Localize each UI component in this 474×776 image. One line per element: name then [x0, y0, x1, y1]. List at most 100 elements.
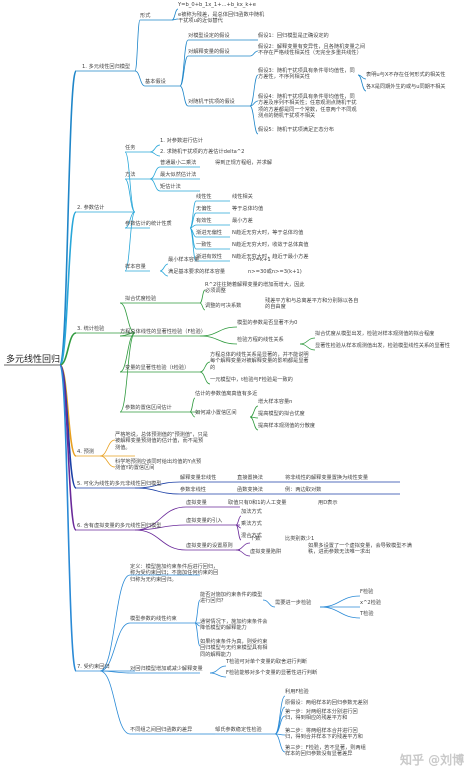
branch-7-label[interactable]: 7. 受约束回归: [77, 664, 110, 670]
property-name: 有效性: [196, 218, 212, 224]
ci-reduce-b: 提高模型的拟合优度: [258, 411, 305, 417]
assumption-5: 假设5：随机干扰项满足正态分布: [258, 127, 334, 133]
ci-note-1: 估计的参数值离真值有多近: [195, 391, 258, 397]
basic-assumptions[interactable]: 基本假设: [145, 79, 166, 85]
dummy-principles[interactable]: 虚拟变量的设置原则: [186, 543, 233, 549]
t-test-note-2: 一元模型中，t检验与F检验是一致的: [210, 377, 293, 383]
connector: [149, 178, 161, 192]
method-mom: 矩估计法: [160, 184, 181, 190]
add-remove-note-1: T检验可对单个变量的取舍进行判断: [226, 659, 307, 665]
connector: [59, 70, 77, 366]
assumption-disturbance[interactable]: 对随机干扰项的假设: [188, 99, 235, 105]
t-test[interactable]: 变量的显著性检验（t检验）: [125, 365, 190, 371]
connector: [134, 70, 146, 87]
connector: [149, 166, 161, 180]
form-equation: Y=b_0+b_1x_1+...+b_kx_k+e: [178, 2, 256, 8]
connector: [179, 85, 189, 107]
connector: [171, 18, 179, 21]
branch-4-label[interactable]: 4. 预测: [77, 449, 94, 455]
t-test-option: T检验: [360, 611, 374, 617]
connector: [99, 439, 116, 457]
branch-6-label[interactable]: 6. 含有虚拟变量的多元线性回归模型: [77, 523, 162, 529]
goodness-of-fit[interactable]: 拟合优度检验: [125, 296, 157, 302]
f-test-option: F检验: [360, 589, 374, 595]
dummy-introduction[interactable]: 虚拟变量的引入: [186, 518, 223, 524]
property-meaning: 线性相关: [232, 194, 253, 200]
connector: [249, 74, 259, 107]
restriction-note-1: 通常情况下，施加约束条件会降低模型的解释能力: [200, 619, 268, 632]
connector: [119, 332, 136, 413]
chow-null: 原假设：两组样本的回归参数无差别: [285, 700, 369, 706]
add-remove-regressors[interactable]: 对回归模型增加或减少解释变量: [130, 666, 203, 672]
connector: [319, 606, 361, 619]
assumption-model[interactable]: 对模型设定的假设: [188, 33, 230, 39]
min-sample-value: n>=k+1: [248, 257, 271, 263]
connector: [274, 733, 286, 753]
chow-step-1: 第一步：对两组样本分别进行回归，得到相应的残差平方和: [285, 709, 358, 722]
ci-reduce-a: 增大样本容量n: [258, 399, 293, 405]
nonlinear-parameter[interactable]: 参数非线性: [180, 487, 206, 493]
chow-test[interactable]: 邹氏参数稳定性检验: [215, 727, 262, 733]
restricted-definition: 定义：模型施加约束条件后进行回归，称为受约束回归；不施加任何约束的回归称为无约束…: [130, 564, 219, 583]
dummy-count: 个数: [250, 536, 261, 542]
f-test[interactable]: 方程总体线性的显著性检验（F检验）: [120, 329, 206, 335]
connector: [299, 343, 316, 351]
group-differences[interactable]: 不同组之间回归函数的差异: [130, 727, 193, 733]
dummy-variable[interactable]: 虚拟变量: [186, 500, 207, 506]
method-label[interactable]: 方法: [125, 172, 136, 178]
connector: [319, 595, 361, 608]
root-node[interactable]: 多元线性回归: [6, 355, 61, 365]
transform-note: 例：两边取对数: [285, 487, 322, 493]
dummy-symbol: 用D表示: [318, 500, 338, 506]
method-ols: 普通最小二乘法: [160, 160, 197, 166]
mixed-way: 混合方式: [241, 533, 262, 539]
branch-5-label[interactable]: 5. 可化为线性的多元非线性回归模型: [77, 481, 162, 487]
nonlinear-regressor[interactable]: 解释变量非线性: [180, 475, 217, 481]
connector: [194, 622, 201, 647]
connector: [159, 270, 169, 277]
assumption-3-note-a: 表明u与X不存在任何形式的相关性: [366, 72, 446, 78]
statistical-properties[interactable]: 参数估计的统计性质: [125, 221, 172, 227]
connector: [189, 227, 197, 262]
basic-sample-value: n>=30或n>=3(k+1): [248, 269, 302, 275]
connector: [235, 542, 251, 551]
branch-1-label[interactable]: 1. 多元线性回归模型: [82, 64, 131, 70]
branch-3-label[interactable]: 3. 统计检验: [77, 326, 105, 332]
adjusted-r2-note: 残差平方和与总离差平方和分别除以各自的自由度: [265, 298, 359, 311]
connector: [124, 211, 136, 272]
connector: [134, 19, 141, 72]
chow-step-3: 第三步：F检验，若不显著，则两组样本的回归参数没有显著差异: [285, 745, 366, 758]
connector: [199, 371, 211, 385]
connector: [134, 487, 181, 495]
branch-2-label[interactable]: 2. 参数估计: [77, 205, 105, 211]
form-label[interactable]: 形式: [140, 13, 151, 19]
dummy-definition: 取值只有0和1的人工变量: [228, 500, 287, 506]
connector: [149, 144, 161, 153]
chi2-test-option: x^2检验: [360, 600, 382, 606]
additive-way: 加法方式: [241, 509, 262, 515]
confidence-interval[interactable]: 参数的置信区间估计: [125, 405, 172, 411]
connector: [199, 361, 211, 373]
restriction-question: 能否对施加约束条件的模型进行回归?: [200, 592, 263, 605]
connector: [249, 416, 259, 431]
chow-f-test: 利用F检验: [285, 689, 309, 695]
assumption-regressors[interactable]: 对解释变量的假设: [188, 49, 230, 55]
connector: [249, 405, 259, 418]
forecast-note-1: 严格地说，总体预测值的"预测值"，只是被解释变量预测值的估计值，而不是预测值。: [115, 432, 208, 451]
connector: [194, 599, 201, 624]
connector: [249, 100, 259, 107]
sample-size-label[interactable]: 样本容量: [125, 264, 146, 270]
property-meaning: 最小方差: [232, 218, 253, 224]
connector: [199, 326, 238, 337]
task-label[interactable]: 任务: [125, 145, 136, 151]
linear-restriction[interactable]: 模型参数的线性约束: [130, 616, 177, 622]
connector: [179, 55, 189, 87]
property-meaning: N趋近无穷大时，收敛于总体真值: [232, 242, 309, 248]
connector: [357, 74, 367, 92]
dummy-trap-note: 如果多设置了一个虚拟变量，会导致模型不满秩，进而参数无法唯一求出: [308, 543, 412, 556]
basic-sample: 满足基本要求的样本容量: [168, 269, 226, 275]
forecast-note-2: 科学地预测应该同时给出均值的Y点预测值Y的置信区间: [115, 459, 202, 472]
assumption-3-note-b: 各X是同期外生的或与u同期不相关: [366, 84, 446, 90]
multiplicative-way: 乘法方式: [241, 521, 262, 527]
